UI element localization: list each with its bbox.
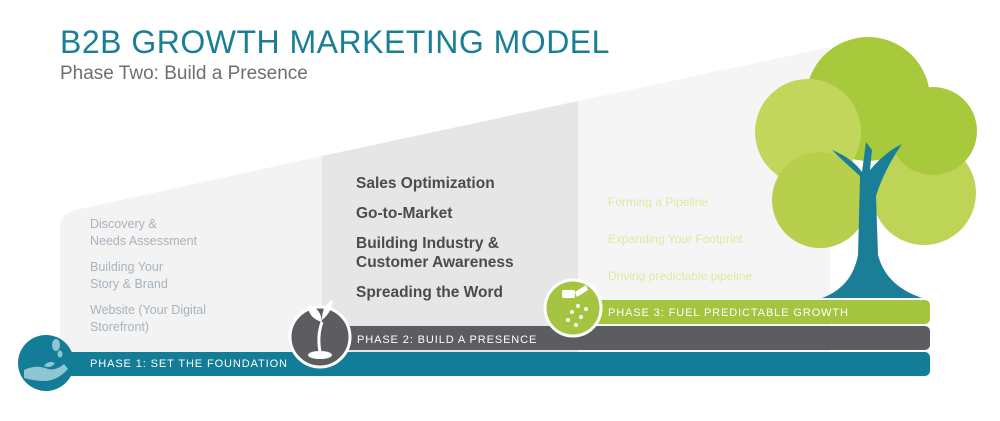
list-item: Building Your Story & Brand — [90, 260, 168, 291]
phase3-label: PHASE 3: FUEL PREDICTABLE GROWTH — [608, 307, 849, 319]
list-item: Website (Your Digital Storefront) — [90, 303, 207, 334]
page-title: B2B GROWTH MARKETING MODEL — [60, 24, 610, 60]
phase3-bar — [580, 300, 930, 324]
list-item: Sales Optimization — [356, 175, 495, 192]
sprout-icon — [288, 300, 352, 369]
list-item: Forming a Pipeline — [608, 195, 709, 209]
watering-can-icon — [543, 278, 603, 338]
list-item: Driving predictable pipeline — [608, 269, 753, 283]
list-item: Building Industry & Customer Awareness — [356, 235, 514, 271]
list-item: Discovery & Needs Assessment — [90, 217, 197, 248]
list-item: Go-to-Market — [356, 205, 453, 222]
page-subtitle: Phase Two: Build a Presence — [60, 63, 308, 84]
phase2-bar — [318, 326, 930, 350]
phase1-label: PHASE 1: SET THE FOUNDATION — [90, 358, 288, 370]
phase1-panel — [60, 156, 322, 372]
phase3-list: Forming a Pipeline Expanding Your Footpr… — [608, 194, 808, 305]
tree-icon — [755, 37, 977, 298]
phase1-list: Discovery & Needs Assessment Building Yo… — [90, 216, 280, 345]
phase2-list: Sales Optimization Go-to-Market Building… — [356, 174, 571, 313]
list-item: Spreading the Word — [356, 284, 503, 301]
phase2-panel — [322, 101, 578, 372]
phase1-bar — [40, 352, 930, 376]
hand-seed-icon — [18, 335, 74, 391]
phase2-label: PHASE 2: BUILD A PRESENCE — [357, 334, 538, 346]
list-item: Expanding Your Footprint — [608, 232, 743, 246]
